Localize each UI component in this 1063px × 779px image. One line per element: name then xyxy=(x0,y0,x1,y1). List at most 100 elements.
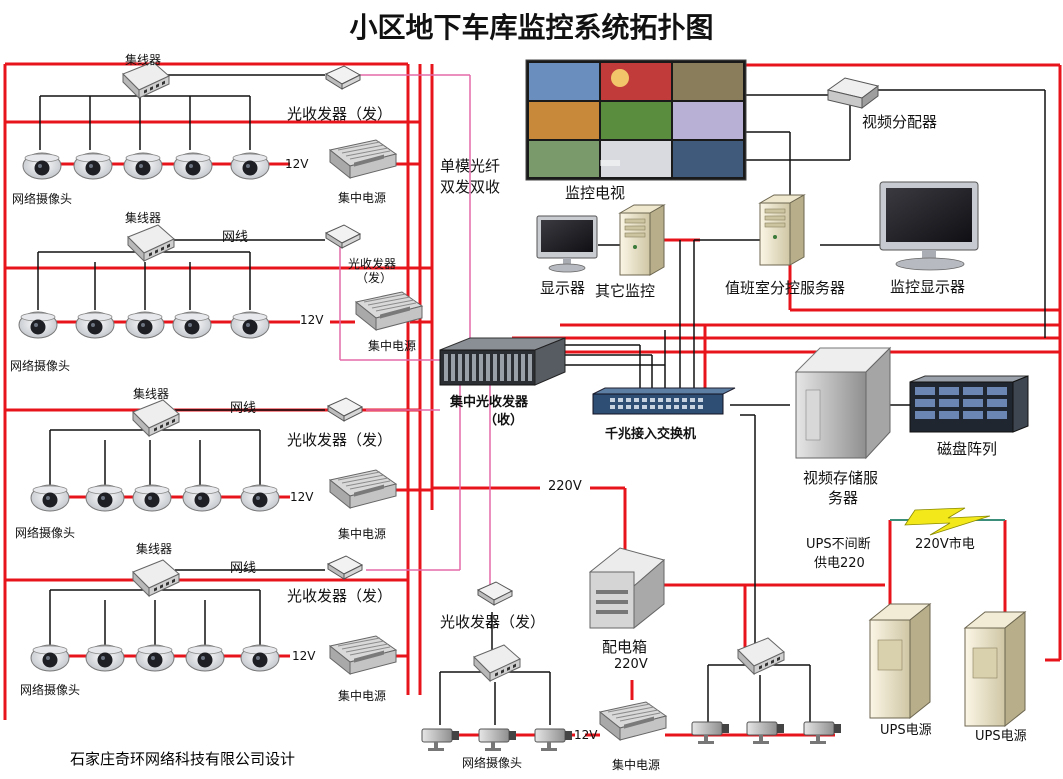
bullet-camera xyxy=(691,721,730,745)
dome-camera xyxy=(85,484,125,512)
dome-camera xyxy=(182,484,222,512)
v12-label-3: 12V xyxy=(290,490,314,504)
dome-cameras-4 xyxy=(30,644,280,672)
power-supply-2 xyxy=(355,291,423,331)
dome-camera xyxy=(22,152,62,180)
hub-label-3: 集线器 xyxy=(133,387,170,401)
dome-camera xyxy=(18,311,58,339)
dome-camera xyxy=(132,484,172,512)
power-label-2: 集中电源 xyxy=(368,339,417,353)
hub-2 xyxy=(127,224,175,262)
disk-array-label: 磁盘阵列 xyxy=(937,440,998,458)
mains-label: 220V市电 xyxy=(915,537,975,552)
transceiver-label-3: 光收发器（发） xyxy=(287,431,393,449)
video-wall xyxy=(525,59,747,181)
power-supply-3 xyxy=(329,469,397,509)
netline-label-2: 网线 xyxy=(222,230,249,245)
dome-camera xyxy=(173,152,213,180)
gigabit-switch xyxy=(592,387,736,415)
dome-camera xyxy=(75,311,115,339)
power-label-3: 集中电源 xyxy=(338,527,387,541)
net-cam-label-1: 网络摄像头 xyxy=(12,192,73,206)
transceiver-label-1: 光收发器（发） xyxy=(287,105,393,123)
ups-unit-2 xyxy=(963,610,1027,728)
power-label-5: 集中电源 xyxy=(612,758,661,772)
hub-label-1: 集线器 xyxy=(125,53,162,67)
hub-bottom-left xyxy=(473,644,521,682)
transceiver-2 xyxy=(325,224,361,249)
dome-camera xyxy=(125,311,165,339)
dome-camera xyxy=(230,152,270,180)
power-supply-bottom xyxy=(599,701,667,741)
display xyxy=(536,215,598,273)
hub-label-4: 集线器 xyxy=(136,542,173,556)
power-label-4: 集中电源 xyxy=(338,689,387,703)
transceiver-bottom xyxy=(477,581,513,606)
ups-unit-1 xyxy=(868,602,932,720)
power-supply-4 xyxy=(329,635,397,675)
ups-power-label-2: UPS电源 xyxy=(975,729,1027,744)
lightning-icon xyxy=(890,507,1005,536)
v12-label-4: 12V xyxy=(292,649,316,663)
v220-label: 220V xyxy=(548,479,582,494)
dome-camera xyxy=(240,644,280,672)
net-cam-label-4: 网络摄像头 xyxy=(20,683,81,697)
video-wall-label: 监控电视 xyxy=(565,184,626,202)
distribution-box-label: 配电箱 xyxy=(602,638,648,656)
netline-label-4: 网线 xyxy=(230,561,257,576)
dome-camera xyxy=(172,311,212,339)
dome-camera xyxy=(30,484,70,512)
central-optical-transceiver xyxy=(439,337,566,386)
monitor-display-label: 监控显示器 xyxy=(890,278,966,296)
ups-supply-label: UPS不间断 xyxy=(806,537,871,552)
central-transceiver-label-2: （收） xyxy=(484,413,524,428)
bullet-camera xyxy=(746,721,785,745)
bullet-camera xyxy=(803,721,842,745)
monitor-display xyxy=(879,181,979,271)
splitter-label: 视频分配器 xyxy=(862,113,938,131)
v220-label-2: 220V xyxy=(614,657,648,672)
transceiver-small-label: 光收发器 xyxy=(348,257,397,271)
dome-camera xyxy=(123,152,163,180)
fiber-label-2: 双发双收 xyxy=(440,178,501,196)
other-monitor-server xyxy=(619,204,665,276)
net-cam-label-3: 网络摄像头 xyxy=(15,526,76,540)
dome-cameras-3 xyxy=(30,484,280,512)
power-supply-1 xyxy=(329,139,397,179)
v12-label-5: 12V xyxy=(574,728,598,742)
switch-label: 千兆接入交换机 xyxy=(605,427,697,442)
transceiver-3 xyxy=(327,397,363,422)
duty-room-server xyxy=(759,194,805,266)
v12-label-2: 12V xyxy=(300,313,324,327)
video-splitter xyxy=(826,77,880,109)
transceiver-label-4: 光收发器（发） xyxy=(287,587,393,605)
transceiver-4 xyxy=(327,555,363,580)
display-label: 显示器 xyxy=(540,279,586,297)
power-lines xyxy=(3,62,1062,737)
ups-power-label-1: UPS电源 xyxy=(880,723,932,738)
v12-label-1: 12V xyxy=(285,157,309,171)
diagram-title: 小区地下车库监控系统拓扑图 xyxy=(349,11,714,44)
bullet-camera xyxy=(421,728,460,752)
storage-label: 视频存储服 xyxy=(803,469,879,487)
fiber-label-1: 单模光纤 xyxy=(440,157,501,175)
dome-cameras-1 xyxy=(22,152,270,180)
ups-supply-label-2: 供电220 xyxy=(814,556,865,571)
distribution-box xyxy=(588,547,666,630)
power-label-1: 集中电源 xyxy=(338,191,387,205)
storage-server xyxy=(794,346,892,460)
central-transceiver-label: 集中光收发器 xyxy=(450,395,529,410)
dome-camera xyxy=(185,644,225,672)
transceiver-label-bottom: 光收发器（发） xyxy=(440,613,546,631)
netline-label-3: 网线 xyxy=(230,401,257,416)
fiber-lines xyxy=(339,74,491,590)
dome-camera xyxy=(73,152,113,180)
net-cam-label-5: 网络摄像头 xyxy=(462,756,523,770)
net-cam-label-2: 网络摄像头 xyxy=(10,359,71,373)
disk-array xyxy=(909,375,1029,433)
dome-camera xyxy=(135,644,175,672)
other-monitor-label: 其它监控 xyxy=(595,282,656,300)
dome-camera xyxy=(240,484,280,512)
dome-cameras-2 xyxy=(18,311,270,339)
